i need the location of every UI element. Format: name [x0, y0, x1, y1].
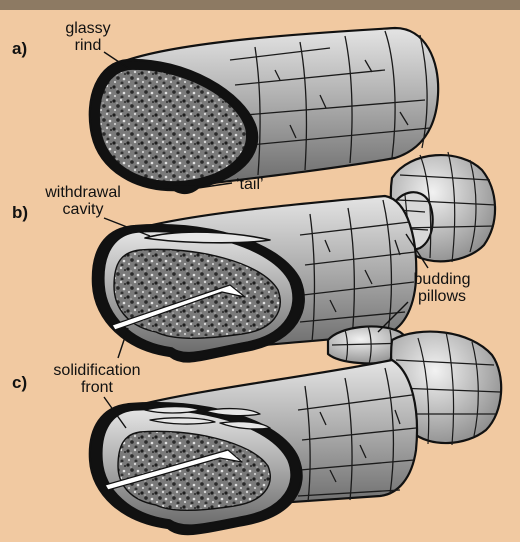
pillow-a	[90, 28, 438, 193]
label-withdrawal-cavity-line1: withdrawal	[38, 184, 128, 201]
label-glassy-rind-line1: glassy	[58, 20, 118, 37]
label-glassy-rind-line2: rind	[58, 37, 118, 54]
label-budding-pillows-line1: budding	[402, 271, 482, 288]
label-tail: ‘tail’	[236, 176, 264, 193]
label-solidification-front-line1: solidification	[42, 362, 152, 379]
label-withdrawal-cavity: withdrawal cavity	[38, 184, 128, 218]
label-withdrawal-cavity-line2: cavity	[38, 201, 128, 218]
panel-label-b: b)	[12, 204, 28, 221]
label-solidification-front: solidification front	[42, 362, 152, 396]
label-budding-pillows: budding pillows	[402, 271, 482, 305]
panel-label-a: a)	[12, 40, 27, 57]
panel-label-c: c)	[12, 374, 27, 391]
label-budding-pillows-line2: pillows	[402, 288, 482, 305]
photo-strip	[0, 0, 520, 10]
label-solidification-front-line2: front	[42, 379, 152, 396]
pillow-c	[90, 326, 501, 534]
label-glassy-rind: glassy rind	[58, 20, 118, 54]
pillow-a-tail	[168, 185, 200, 193]
